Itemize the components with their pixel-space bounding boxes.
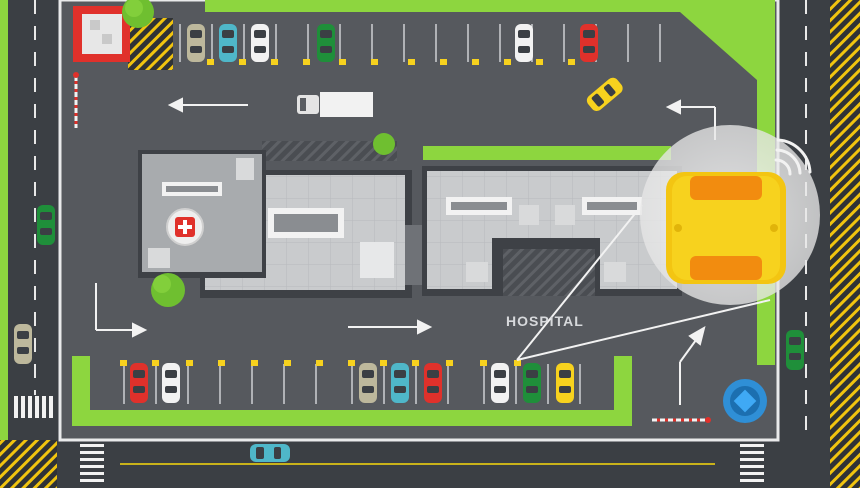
grass-border-bottom	[72, 356, 632, 426]
car-icon	[580, 24, 598, 62]
wifi-signal-icon	[774, 138, 812, 176]
grass-border-top-right	[205, 0, 775, 365]
tree-icon	[122, 0, 154, 28]
car-icon	[130, 363, 148, 403]
car-icon	[251, 24, 269, 62]
car-icon	[491, 363, 509, 403]
road-stud-sensor-icon	[666, 172, 786, 284]
car-icon	[523, 363, 541, 403]
tree-icon	[373, 133, 395, 155]
top-parking-row	[179, 24, 661, 62]
car-icon	[786, 330, 804, 370]
sensor-callout-lines	[516, 204, 771, 361]
hatched-area-right	[830, 0, 860, 488]
car-icon	[359, 363, 377, 403]
car-icon	[317, 24, 335, 62]
bottom-row-sensors	[120, 360, 521, 366]
hospital-building-left	[138, 150, 423, 298]
car-icon	[37, 205, 55, 245]
car-icon	[14, 324, 32, 364]
direction-arrow-icon	[679, 325, 706, 405]
direction-arrow-icon	[167, 97, 248, 113]
helipad-cross-icon	[166, 208, 204, 246]
hospital-building-right	[422, 166, 682, 296]
direction-arrow-icon	[95, 283, 148, 338]
car-icon	[391, 363, 409, 403]
truck-icon	[297, 92, 373, 117]
car-icon	[250, 444, 290, 462]
building-label: HOSPITAL	[506, 313, 584, 329]
car-icon	[424, 363, 442, 403]
top-row-sensors	[207, 59, 575, 65]
tree-icon	[151, 273, 185, 307]
hatched-loading-zone	[262, 141, 397, 161]
car-icon	[219, 24, 237, 62]
barrier-gate-icon	[73, 72, 79, 128]
car-icon	[515, 24, 533, 62]
car-icon	[162, 363, 180, 403]
barrier-gate-icon	[652, 417, 711, 423]
car-icon	[556, 363, 574, 403]
roundabout-marker-icon	[723, 379, 767, 423]
car-icon	[187, 24, 205, 62]
hatched-area-bottom-left	[0, 440, 57, 488]
bottom-road	[57, 440, 830, 488]
grass-strip-middle	[423, 146, 671, 160]
car-icon	[586, 77, 623, 112]
direction-arrow-icon	[348, 319, 433, 335]
bottom-parking-row	[123, 364, 581, 404]
left-grass-strip	[0, 0, 8, 440]
